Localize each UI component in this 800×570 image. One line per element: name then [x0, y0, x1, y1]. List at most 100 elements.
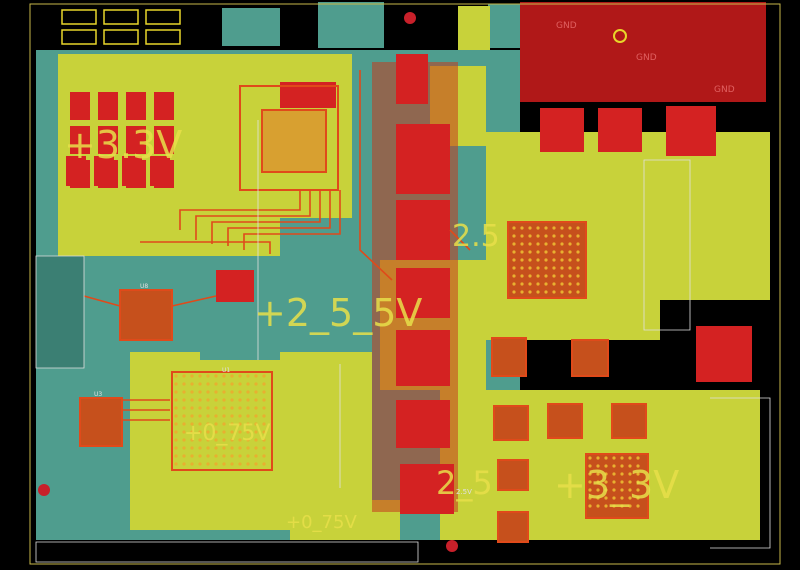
via: [620, 464, 624, 468]
via: [262, 454, 266, 458]
via: [190, 462, 194, 466]
via: [604, 480, 608, 484]
trace-13: [449, 229, 471, 251]
via: [528, 234, 532, 238]
via: [536, 266, 540, 270]
via: [198, 446, 202, 450]
via: [230, 430, 234, 434]
via: [568, 266, 572, 270]
via: [620, 472, 624, 476]
via: [528, 242, 532, 246]
via: [588, 472, 592, 476]
via: [198, 374, 202, 378]
via: [588, 488, 592, 492]
via: [262, 398, 266, 402]
via: [238, 446, 242, 450]
via: [636, 480, 640, 484]
via: [512, 234, 516, 238]
via: [214, 398, 218, 402]
via: [568, 250, 572, 254]
via: [174, 382, 178, 386]
label-gnd-c: GND: [714, 85, 735, 95]
via: [174, 438, 178, 442]
silk-right-connector: [643, 159, 691, 331]
via: [560, 290, 564, 294]
via: [512, 250, 516, 254]
via: [182, 446, 186, 450]
pad-block-3: [396, 200, 450, 260]
via: [174, 390, 178, 394]
via: [262, 390, 266, 394]
via: [520, 226, 524, 230]
via: [620, 480, 624, 484]
via: [206, 406, 210, 410]
label-3v3-right: +3_3V: [554, 463, 679, 507]
via: [512, 274, 516, 278]
trace-2: [195, 190, 311, 240]
label-2v5-center: +2_5_5V: [254, 291, 422, 335]
ic-small-3: [547, 403, 583, 439]
via: [230, 374, 234, 378]
via: [576, 290, 580, 294]
via: [254, 422, 258, 426]
via: [254, 462, 258, 466]
capacitor-array: [70, 92, 90, 120]
via: [230, 382, 234, 386]
via: [238, 398, 242, 402]
via: [262, 430, 266, 434]
teal-usb-area: [318, 2, 384, 48]
via: [190, 398, 194, 402]
via: [568, 274, 572, 278]
via: [588, 496, 592, 500]
label-2v5-mid: 2.5: [452, 219, 500, 254]
via: [238, 390, 242, 394]
via: [174, 374, 178, 378]
via: [568, 226, 572, 230]
via: [520, 242, 524, 246]
via: [246, 462, 250, 466]
via: [182, 406, 186, 410]
via: [544, 282, 548, 286]
via: [628, 456, 632, 460]
via: [238, 462, 242, 466]
via: [214, 414, 218, 418]
via: [174, 462, 178, 466]
via: [262, 422, 266, 426]
via: [222, 422, 226, 426]
label-ref-u1: U1: [222, 367, 230, 374]
via: [238, 406, 242, 410]
via: [544, 250, 548, 254]
via: [536, 274, 540, 278]
capacitor-array: [122, 156, 142, 186]
via: [560, 282, 564, 286]
via: [190, 422, 194, 426]
pad-block-4: [396, 268, 450, 318]
via: [568, 234, 572, 238]
via: [198, 382, 202, 386]
via: [262, 438, 266, 442]
via: [254, 398, 258, 402]
via: [206, 398, 210, 402]
ic-bga-0v75: [171, 371, 273, 471]
fiducial-left: [38, 484, 50, 496]
via: [198, 462, 202, 466]
via: [198, 390, 202, 394]
jumper-1: [61, 9, 97, 25]
ic-small-1: [611, 403, 647, 439]
pad-block-12: [216, 270, 254, 302]
via: [174, 446, 178, 450]
via: [174, 454, 178, 458]
via: [222, 382, 226, 386]
via: [174, 430, 178, 434]
via: [190, 454, 194, 458]
jumper-2: [103, 9, 139, 25]
via: [262, 462, 266, 466]
trace-3: [211, 190, 321, 244]
label-0v75-bottom: +0_75V: [286, 512, 357, 533]
trace-4: [227, 190, 331, 246]
via: [246, 406, 250, 410]
via: [182, 374, 186, 378]
via: [254, 382, 258, 386]
via: [620, 488, 624, 492]
via: [568, 258, 572, 262]
